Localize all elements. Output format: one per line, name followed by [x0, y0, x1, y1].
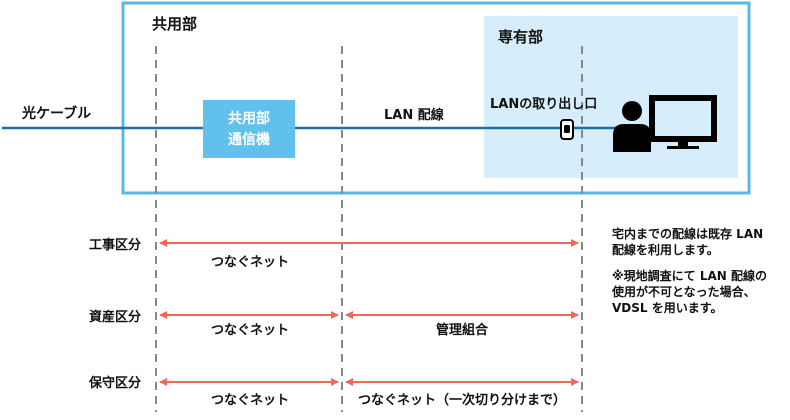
lan-outlet-label: LANの取り出し口 [490, 96, 597, 112]
segment-label: つなぐネット [211, 323, 289, 338]
lan-outlet-icon [560, 119, 574, 140]
person-icon [613, 101, 651, 152]
row-label: 資産区分 [89, 309, 141, 325]
row-construction: 工事区分 つなぐネット [89, 237, 579, 270]
row-maintenance: 保守区分 つなぐネット つなぐネット（一次切り分けまで） [88, 375, 579, 408]
row-label: 工事区分 [89, 237, 141, 253]
note-line: VDSL を用います。 [612, 301, 723, 315]
note-line: ※現地調査にて LAN 配線の [612, 268, 767, 283]
private-area-label: 専有部 [498, 28, 543, 46]
device-label-line1: 共用部 [228, 110, 270, 127]
note-line: 配線を利用します。 [612, 242, 719, 257]
fiber-cable-label: 光ケーブル [21, 105, 91, 122]
notes: 宅内までの配線は既存 LAN 配線を利用します。 ※現地調査にて LAN 配線の… [611, 226, 767, 315]
note-line: 使用が不可となった場合、 [611, 284, 756, 299]
row-label: 保守区分 [88, 375, 141, 391]
segment-label: つなぐネット（一次切り分けまで） [358, 392, 566, 408]
lan-wiring-label: LAN 配線 [384, 107, 445, 123]
monitor-icon [649, 95, 717, 149]
segment-label: 管理組合 [436, 322, 489, 338]
device-label-line2: 通信機 [228, 131, 270, 148]
shared-area-label: 共用部 [152, 15, 197, 33]
row-assets: 資産区分 つなぐネット 管理組合 [89, 309, 579, 338]
shared-device-box [203, 100, 295, 158]
segment-label: つなぐネット [211, 393, 289, 408]
note-line: 宅内までの配線は既存 LAN [612, 226, 763, 241]
segment-label: つなぐネット [211, 255, 289, 270]
